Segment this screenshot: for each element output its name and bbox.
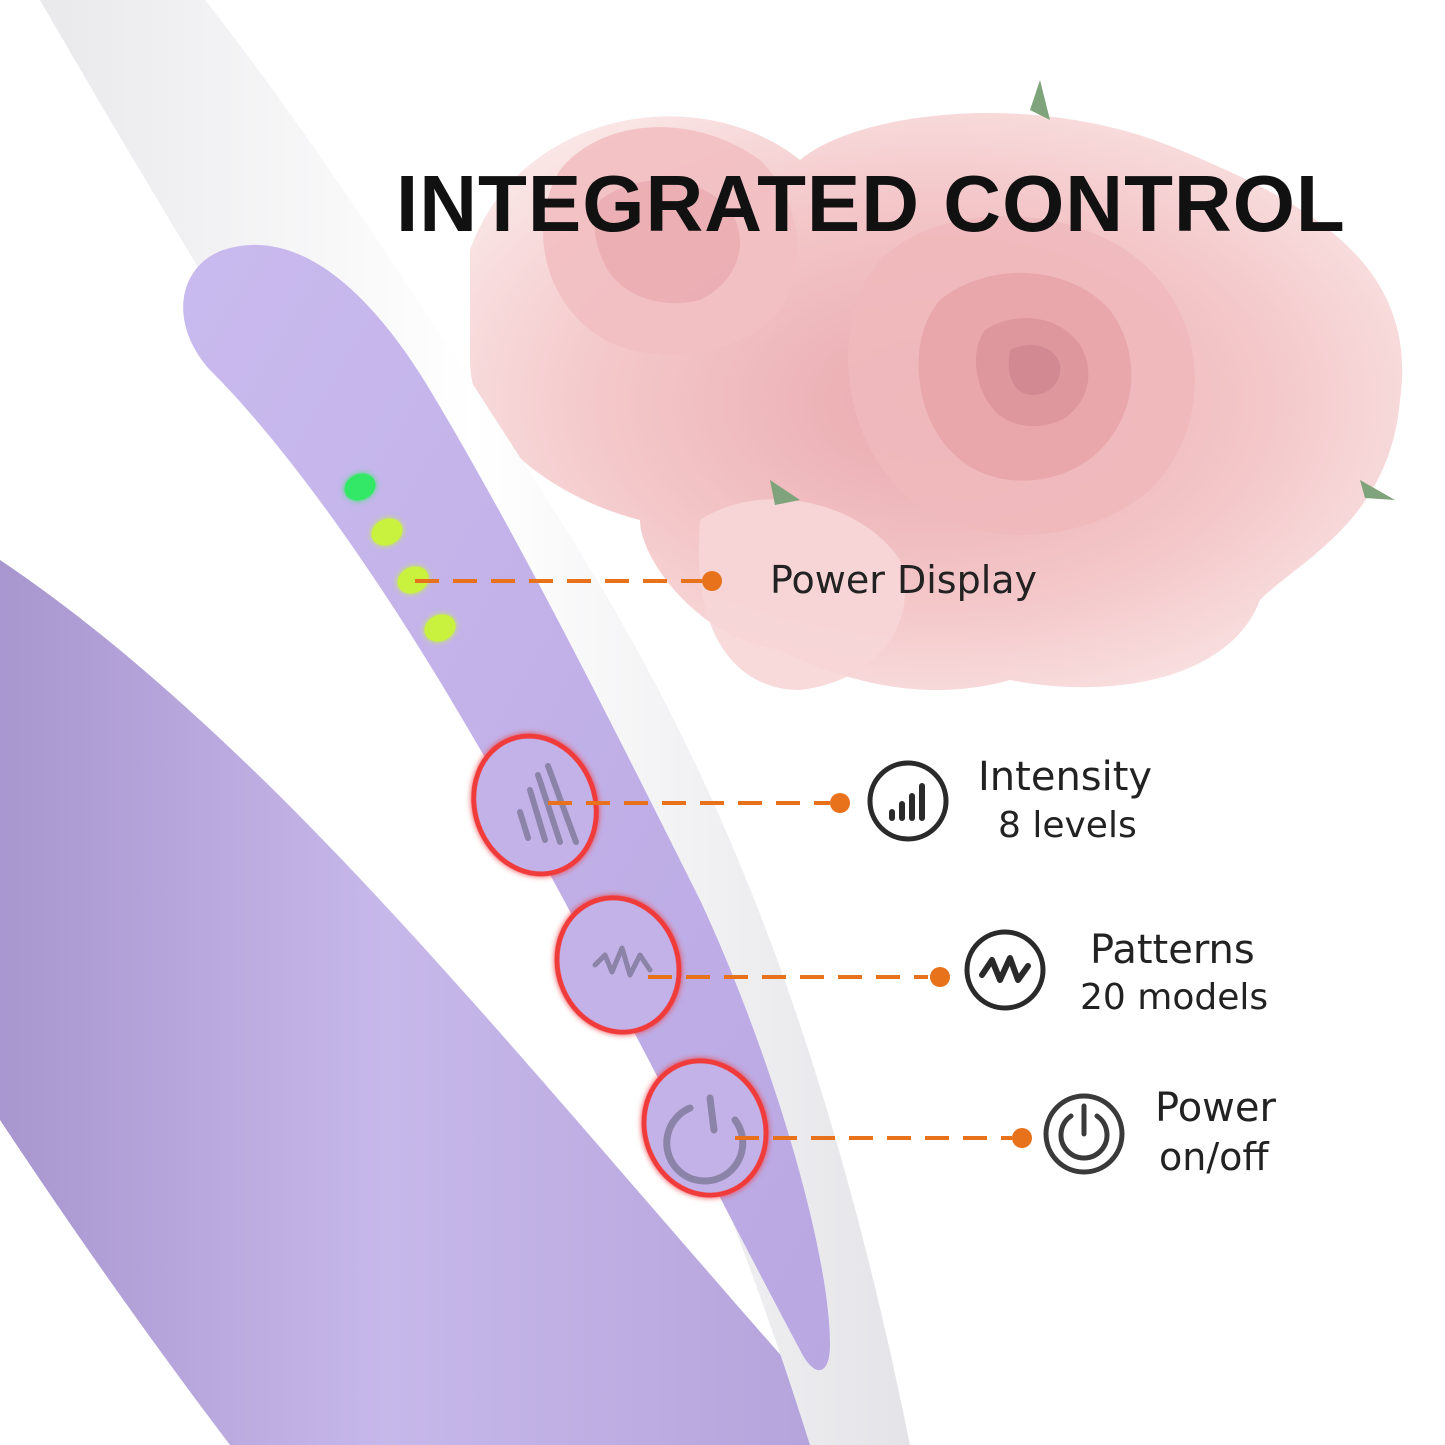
patterns-label: Patterns — [1090, 927, 1255, 973]
patterns-wave-icon — [964, 929, 1046, 1011]
power-button[interactable] — [625, 1044, 784, 1213]
intensity-label: Intensity — [978, 754, 1153, 800]
power-indicator-leds — [344, 473, 456, 642]
patterns-button[interactable] — [538, 881, 697, 1050]
power-label: Power — [1155, 1085, 1276, 1131]
callout-dot-patterns — [930, 967, 950, 987]
intensity-button[interactable] — [455, 719, 616, 892]
rose-decoration — [470, 80, 1403, 690]
page-title: INTEGRATED CONTROL — [396, 159, 1346, 248]
callout-dot-power — [1012, 1128, 1032, 1148]
led-2 — [371, 518, 403, 546]
power-display-label: Power Display — [770, 558, 1038, 602]
power-on-off-icon — [1043, 1093, 1125, 1175]
patterns-sublabel: 20 models — [1080, 977, 1269, 1018]
callout-dot-power-display — [702, 571, 722, 591]
led-3 — [397, 566, 429, 594]
callout-dot-intensity — [830, 793, 850, 813]
callout-dots — [702, 571, 1032, 1148]
led-4 — [424, 614, 456, 642]
led-1 — [344, 473, 376, 501]
power-icon — [663, 1094, 747, 1185]
device-shaft — [0, 560, 860, 1445]
wave-pattern-icon — [592, 945, 653, 978]
power-sublabel: on/off — [1159, 1135, 1269, 1179]
intensity-sublabel: 8 levels — [998, 805, 1137, 846]
callout-lines — [415, 579, 1012, 1140]
intensity-signal-bars-icon — [867, 760, 949, 842]
